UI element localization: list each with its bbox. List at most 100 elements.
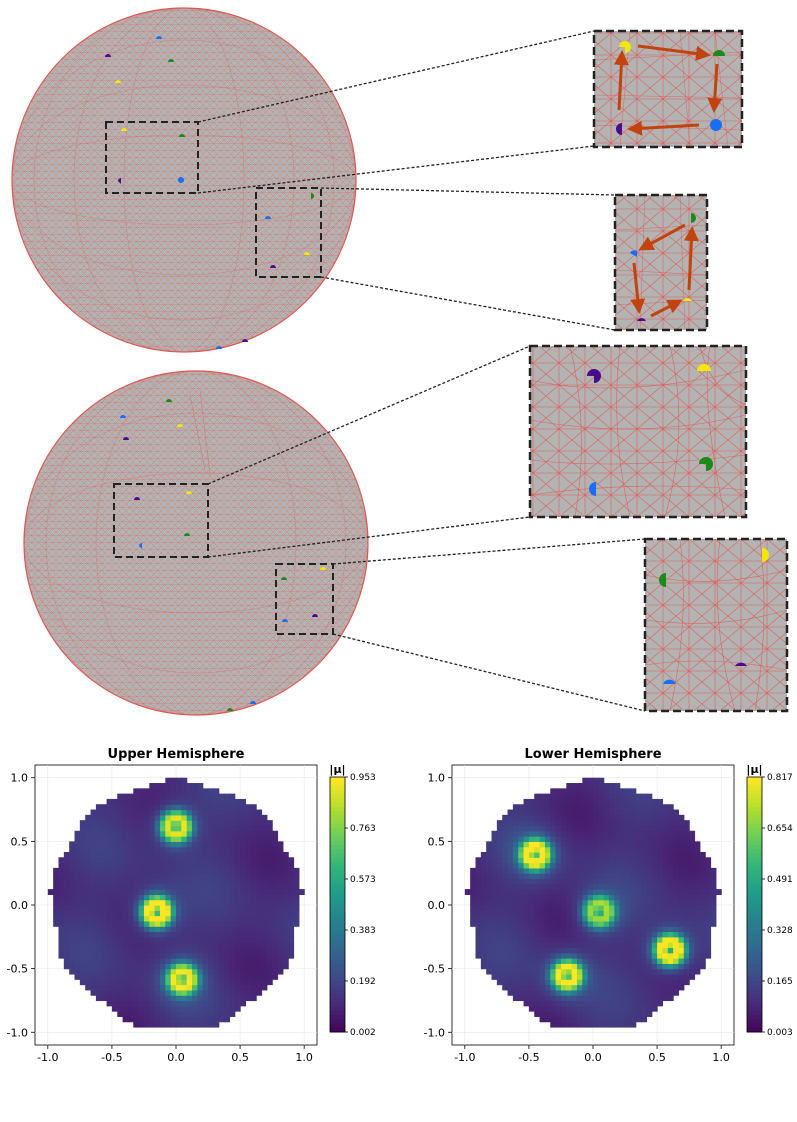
y-tick-label: -1.0	[7, 1026, 28, 1039]
heatmap-cell	[176, 783, 182, 789]
heatmap-cell	[117, 915, 124, 922]
heatmap-cell	[197, 783, 204, 789]
heatmap-cell	[272, 862, 279, 869]
heatmap-cell	[598, 968, 605, 975]
heatmap-cell	[85, 851, 92, 858]
heatmap-cell	[609, 899, 615, 906]
heatmap-cell	[234, 820, 241, 827]
heatmap-cell	[197, 878, 204, 885]
marker-yellow	[619, 41, 631, 53]
heatmap-cell	[593, 920, 599, 927]
heatmap-cell	[475, 926, 482, 933]
colorbar-segment	[747, 976, 762, 982]
heatmap-cell	[603, 989, 610, 996]
heatmap-cell	[58, 905, 65, 911]
heatmap-cell	[176, 894, 182, 901]
colorbar-segment	[330, 900, 345, 905]
heatmap-cell	[192, 936, 198, 943]
colorbar-segment	[330, 942, 345, 948]
heatmap-cell	[603, 926, 610, 933]
heatmap-cell	[288, 920, 295, 927]
heatmap-cell	[550, 931, 557, 938]
heatmap-cell	[496, 915, 503, 922]
heatmap-cell	[111, 936, 118, 943]
heatmap-cell	[651, 814, 658, 821]
heatmap-cell	[90, 963, 97, 970]
heatmap-cell	[69, 905, 76, 911]
colorbar-segment	[330, 976, 345, 982]
heatmap-cell	[555, 857, 562, 864]
heatmap-cell	[576, 793, 583, 800]
heatmap-cell	[256, 926, 263, 933]
heatmap-cell	[571, 809, 578, 816]
y-tick-label: 0.0	[11, 899, 29, 912]
heatmap-cell	[133, 984, 140, 991]
heatmap-cell	[181, 1016, 188, 1023]
heatmap-cell	[154, 989, 161, 996]
heatmap-cell	[250, 984, 257, 991]
heatmap-cell	[571, 788, 578, 795]
heatmap-cell	[213, 851, 220, 858]
heatmap-cell	[587, 1016, 594, 1023]
heatmap-cell	[143, 1016, 150, 1023]
heatmap-cell	[95, 963, 102, 970]
heatmap-cell	[646, 942, 653, 949]
heatmap-cell	[138, 936, 145, 943]
heatmap-cell	[85, 973, 92, 980]
lower-inset-1	[528, 344, 748, 519]
heatmap-cell	[240, 836, 247, 842]
heatmap-cell	[149, 910, 156, 917]
heatmap-cell	[234, 936, 241, 943]
heatmap-cell	[651, 820, 658, 827]
heatmap-cell	[63, 905, 70, 911]
heatmap-cell	[550, 1021, 557, 1028]
heatmap-cell	[202, 846, 209, 853]
heatmap-cell	[582, 777, 589, 784]
heatmap-cell	[486, 958, 493, 964]
heatmap-cell	[176, 798, 182, 805]
heatmap-cell	[507, 862, 514, 869]
heatmap-cell	[202, 862, 209, 869]
heatmap-cell	[90, 973, 97, 980]
heatmap-cell	[550, 862, 557, 869]
heatmap-cell	[582, 894, 589, 901]
heatmap-cell	[111, 798, 118, 805]
heatmap-cell	[53, 899, 60, 906]
heatmap-cell	[582, 788, 589, 795]
heatmap-cell	[245, 968, 252, 975]
heatmap-cell	[192, 878, 198, 885]
heatmap-cell	[288, 867, 295, 874]
heatmap-cell	[149, 825, 156, 832]
heatmap-cell	[496, 851, 503, 858]
heatmap-cell	[673, 836, 680, 842]
heatmap-cell	[523, 798, 530, 805]
heatmap-cell	[288, 862, 295, 869]
heatmap-cell	[143, 910, 150, 917]
heatmap-cell	[122, 883, 129, 890]
heatmap-cell	[234, 973, 241, 980]
heatmap-cell	[528, 836, 535, 842]
heatmap-cell	[603, 1000, 610, 1007]
colorbar-segment	[747, 1023, 762, 1029]
heatmap-cell	[90, 984, 97, 991]
heatmap-cell	[528, 989, 535, 996]
heatmap-cell	[165, 820, 172, 827]
heatmap-cell	[609, 931, 615, 938]
heatmap-cell	[523, 836, 530, 842]
colorbar-tick-label: 0.002	[350, 1028, 376, 1038]
heatmap-cell	[261, 851, 268, 858]
heatmap-cell	[512, 926, 519, 933]
heatmap-cell	[641, 936, 648, 943]
heatmap-cell	[138, 820, 145, 827]
heatmap-cell	[587, 899, 594, 906]
heatmap-cell	[614, 984, 621, 991]
heatmap-cell	[122, 825, 129, 832]
heatmap-cell	[213, 841, 220, 848]
colorbar-segment	[330, 823, 345, 829]
colorbar-segment	[747, 989, 762, 995]
heatmap-cell	[491, 915, 498, 922]
heatmap-cell	[240, 989, 247, 996]
heatmap-cell	[111, 841, 118, 848]
heatmap-cell	[245, 915, 252, 922]
y-tick-label: 1.0	[11, 772, 29, 785]
